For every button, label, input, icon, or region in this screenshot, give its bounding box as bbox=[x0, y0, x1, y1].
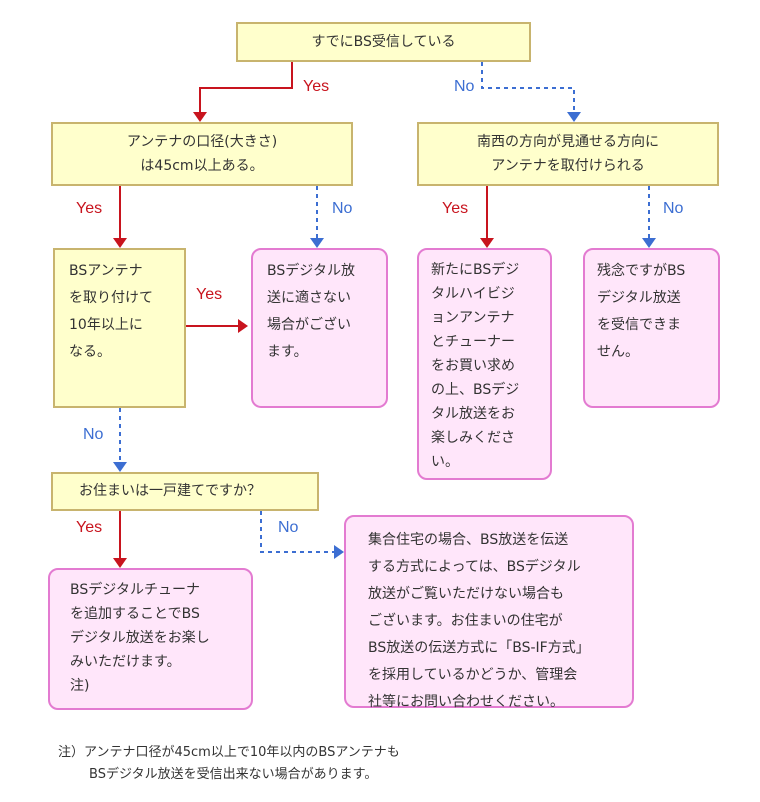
yes-label-q1: Yes bbox=[303, 78, 330, 95]
question-text: を取り付けて bbox=[69, 290, 153, 306]
no-arrow-q5-r5 bbox=[260, 511, 336, 553]
arrowhead bbox=[567, 112, 581, 122]
yes-label-q3: Yes bbox=[442, 200, 469, 217]
result-text: い。 bbox=[431, 454, 459, 470]
result-text: とチューナー bbox=[431, 334, 515, 350]
question-text: BSアンテナ bbox=[69, 263, 143, 279]
yes-label-q4: Yes bbox=[196, 286, 223, 303]
result-apartment-check: 集合住宅の場合、BS放送を伝送 する方式によっては、BSデジタル 放送がご覧いた… bbox=[344, 515, 634, 710]
arrowhead bbox=[642, 238, 656, 248]
arrowhead bbox=[310, 238, 324, 248]
result-buy-new-antenna: 新たにBSデジ タルハイビジ ョンアンテナ とチューナー をお買い求め の上、B… bbox=[417, 248, 552, 480]
result-text: みいただけます。 bbox=[70, 654, 181, 670]
result-text: 放送がご覧いただけない場合も bbox=[368, 586, 564, 602]
result-text: ございます。お住まいの住宅が bbox=[368, 613, 563, 629]
no-label-q5: No bbox=[278, 519, 299, 536]
arrowhead bbox=[480, 238, 494, 248]
question-text: お住まいは一戸建てですか？ bbox=[79, 483, 261, 499]
arrowhead bbox=[334, 545, 344, 559]
yes-label-q5: Yes bbox=[76, 519, 103, 536]
result-text: タルハイビジ bbox=[431, 286, 515, 302]
question-southwest-view: 南西の方向が見通せる方向に アンテナを取付けられる bbox=[417, 122, 719, 186]
result-text: デジタル放送をお楽し bbox=[70, 630, 210, 646]
result-text: BSデジタル放 bbox=[267, 263, 355, 279]
question-text: アンテナを取付けられる bbox=[491, 158, 645, 174]
question-text: なる。 bbox=[69, 344, 111, 360]
result-text: 残念ですがBS bbox=[597, 263, 686, 279]
arrowhead bbox=[113, 238, 127, 248]
result-text: 注) bbox=[70, 678, 90, 694]
result-text: 社等にお問い合わせください。 bbox=[368, 694, 564, 710]
no-label-q2: No bbox=[332, 200, 353, 217]
result-text: の上、BSデジ bbox=[431, 382, 520, 398]
result-text: を採用しているかどうか、管理会 bbox=[368, 667, 578, 683]
question-text: アンテナの口径(大きさ) bbox=[126, 134, 278, 150]
result-text: BS放送の伝送方式に「BS-IF方式」 bbox=[368, 640, 590, 656]
footnote: 注）アンテナ口径が45cm以上で10年以内のBSアンテナも BSデジタル放送を受… bbox=[58, 742, 400, 786]
result-text: を受信できま bbox=[597, 317, 681, 333]
result-text: BSデジタルチューナ bbox=[70, 582, 200, 598]
yes-label-q2: Yes bbox=[76, 200, 103, 217]
result-text: せん。 bbox=[597, 344, 639, 360]
footnote-line: 注）アンテナ口径が45cm以上で10年以内のBSアンテナも bbox=[58, 745, 400, 760]
question-detached-house: お住まいは一戸建てですか？ bbox=[51, 472, 319, 511]
result-text: デジタル放送 bbox=[597, 290, 681, 306]
result-text: 新たにBSデジ bbox=[431, 262, 520, 278]
arrowhead bbox=[113, 558, 127, 568]
no-label-q4: No bbox=[83, 426, 104, 443]
footnote-line: BSデジタル放送を受信出来ない場合があります。 bbox=[89, 767, 378, 782]
arrowhead bbox=[113, 462, 127, 472]
result-cannot-receive: 残念ですがBS デジタル放送 を受信できま せん。 bbox=[583, 248, 720, 408]
result-text: 送に適さない bbox=[267, 290, 351, 306]
no-arrow-q1-q3 bbox=[481, 62, 575, 112]
result-text: 場合がござい bbox=[267, 317, 351, 333]
arrowhead bbox=[238, 319, 248, 333]
arrowhead bbox=[193, 112, 207, 122]
result-text: をお買い求め bbox=[431, 358, 515, 374]
question-text: すでにBS受信している bbox=[311, 33, 456, 50]
question-text: 10年以上に bbox=[69, 317, 143, 333]
no-label-q3: No bbox=[663, 200, 684, 217]
question-already-receiving-bs: すでにBS受信している bbox=[236, 22, 531, 62]
result-text: ます。 bbox=[267, 344, 308, 360]
no-label-q1: No bbox=[454, 78, 475, 95]
yes-arrow-q1-q2 bbox=[199, 62, 293, 114]
question-antenna-age: BSアンテナ を取り付けて 10年以上に なる。 bbox=[53, 248, 186, 408]
result-text: する方式によっては、BSデジタル bbox=[368, 559, 581, 575]
result-add-tuner: BSデジタルチューナ を追加することでBS デジタル放送をお楽し みいただけます… bbox=[48, 568, 253, 710]
result-not-suitable: BSデジタル放 送に適さない 場合がござい ます。 bbox=[251, 248, 388, 408]
question-text: は45cm以上ある。 bbox=[140, 158, 264, 174]
result-text: ョンアンテナ bbox=[431, 310, 515, 326]
result-text: を追加することでBS bbox=[70, 606, 200, 622]
question-text: 南西の方向が見通せる方向に bbox=[477, 134, 659, 150]
result-text: 集合住宅の場合、BS放送を伝送 bbox=[368, 532, 569, 548]
question-antenna-size: アンテナの口径(大きさ) は45cm以上ある。 bbox=[51, 122, 353, 186]
result-text: タル放送をお bbox=[431, 406, 515, 422]
result-text: 楽しみくださ bbox=[431, 430, 515, 446]
